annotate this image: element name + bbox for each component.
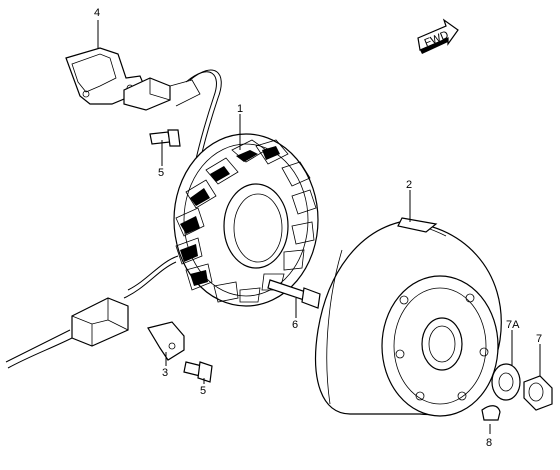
- callout-6: 6: [292, 319, 298, 331]
- fwd-arrow-icon: FWD: [417, 18, 459, 54]
- callout-3: 3: [162, 367, 168, 379]
- stator-bolt: [267, 279, 321, 309]
- small-bracket: [147, 321, 185, 361]
- stator-coil-assembly: [173, 133, 319, 307]
- callout-7a: 7A: [506, 319, 520, 331]
- callout-4: 4: [94, 7, 100, 19]
- screw-upper: [149, 129, 181, 147]
- callout-1: 1: [237, 103, 243, 115]
- callout-5-lower: 5: [200, 385, 206, 397]
- callout-8: 8: [486, 437, 492, 449]
- woodruff-key: [481, 405, 501, 421]
- screw-lower: [183, 361, 213, 383]
- callout-7: 7: [536, 333, 542, 345]
- callout-5-upper: 5: [158, 167, 164, 179]
- wire-clamp: [123, 77, 201, 111]
- washer: [491, 363, 521, 401]
- callout-2: 2: [406, 179, 412, 191]
- wire-connector: [71, 297, 129, 347]
- flywheel-nut: [523, 375, 553, 411]
- flywheel-rotor: [314, 217, 502, 417]
- leader-lines: [97, 20, 541, 434]
- wire-harness: [5, 69, 222, 369]
